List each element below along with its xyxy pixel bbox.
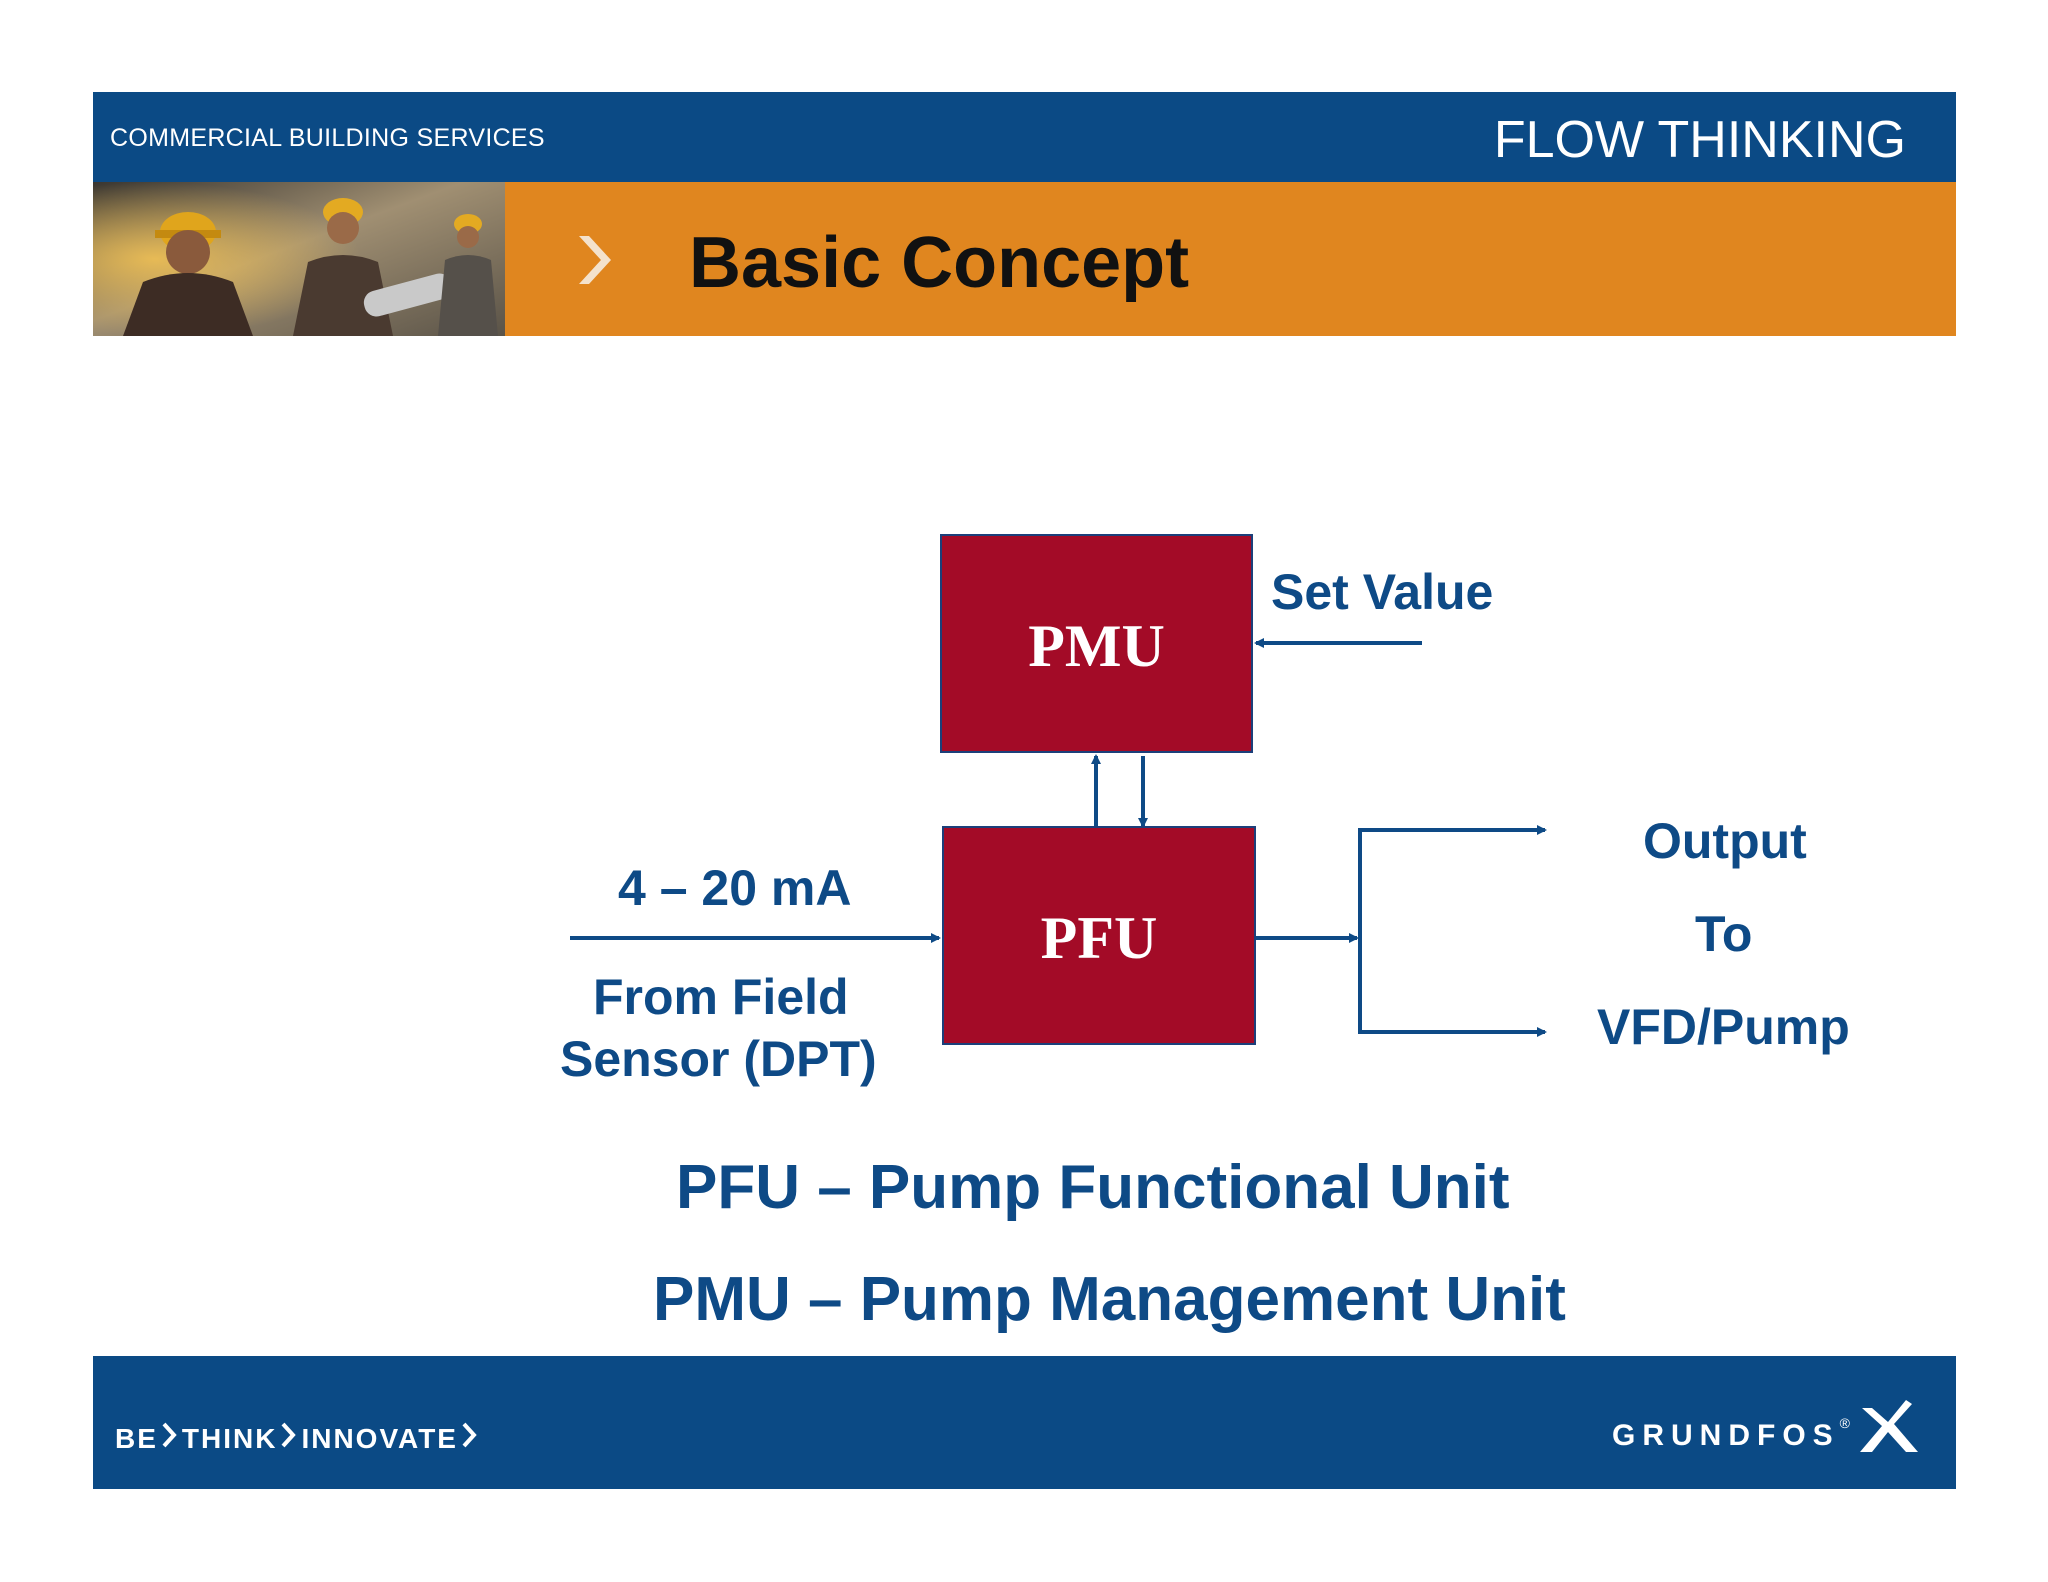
footer-bar: BE THINK INNOVATE GRUNDFOS ® <box>93 1356 1956 1489</box>
footer-slogan: BE THINK INNOVATE <box>115 1422 482 1455</box>
pmu-block: PMU <box>940 534 1253 753</box>
pmu-block-label: PMU <box>1028 613 1165 679</box>
input-source-label-line2: Sensor (DPT) <box>560 1031 877 1087</box>
header-section-label: COMMERCIAL BUILDING SERVICES <box>110 124 545 152</box>
chevron-right-icon <box>575 232 615 293</box>
page-title: Basic Concept <box>689 223 1190 303</box>
slogan-word-be: BE <box>115 1422 158 1454</box>
pfu-definition: PFU – Pump Functional Unit <box>676 1153 1510 1222</box>
chevron-right-icon <box>281 1422 297 1455</box>
header-tagline: FLOW THINKING <box>1493 111 1906 169</box>
registered-mark: ® <box>1839 1415 1850 1431</box>
input-signal-label: 4 – 20 mA <box>618 860 852 916</box>
output-label-line2: To <box>1695 906 1753 962</box>
brand-name: GRUNDFOS <box>1612 1419 1840 1452</box>
slogan-word-innovate: INNOVATE <box>301 1422 458 1454</box>
title-bar: Basic Concept <box>505 182 1956 336</box>
pmu-definition: PMU – Pump Management Unit <box>653 1265 1566 1334</box>
set-value-label: Set Value <box>1271 564 1494 620</box>
workers-photo <box>93 182 505 336</box>
chevron-right-icon <box>462 1422 478 1455</box>
chevron-right-icon <box>162 1422 178 1455</box>
output-label-line1: Output <box>1643 813 1807 869</box>
output-label-line3: VFD/Pump <box>1597 999 1850 1055</box>
grundfos-x-icon <box>1856 1396 1922 1461</box>
pfu-block-label: PFU <box>1040 905 1158 971</box>
slogan-word-think: THINK <box>181 1422 278 1454</box>
header-bar: COMMERCIAL BUILDING SERVICES FLOW THINKI… <box>93 92 1956 182</box>
pfu-block: PFU <box>942 826 1256 1045</box>
input-source-label-line1: From Field <box>593 969 849 1025</box>
grundfos-logo: GRUNDFOS ® <box>1612 1396 1922 1461</box>
